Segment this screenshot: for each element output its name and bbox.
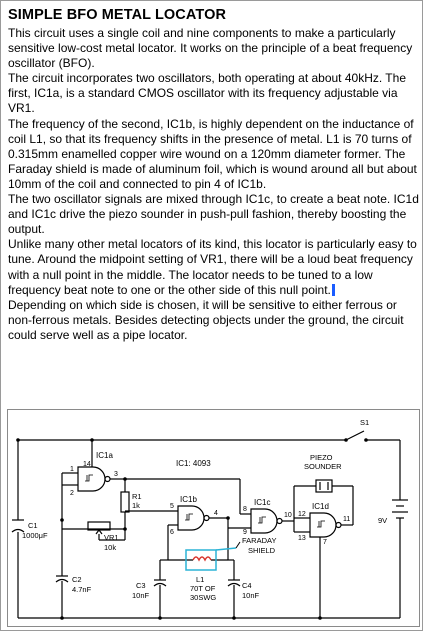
pin-label: 12 bbox=[298, 511, 306, 518]
article-paragraph: The circuit incorporates two oscillators… bbox=[8, 71, 406, 116]
piezo-label: PIEZO bbox=[310, 453, 333, 462]
r1-value: 1k bbox=[132, 501, 140, 510]
pin-label: 3 bbox=[114, 471, 118, 478]
gate-d-label: IC1d bbox=[312, 502, 329, 511]
article-paragraph: The frequency of the second, IC1b, is hi… bbox=[8, 116, 417, 191]
shield-label: SHIELD bbox=[248, 546, 276, 555]
pin-label: 11 bbox=[343, 516, 350, 523]
article-paragraph: This circuit uses a single coil and nine… bbox=[8, 26, 413, 71]
pin-label: 6 bbox=[170, 529, 174, 536]
article-paragraph: Depending on which side is chosen, it wi… bbox=[8, 297, 404, 342]
battery-label: 9V bbox=[378, 516, 387, 525]
gate-a-label: IC1a bbox=[96, 451, 113, 460]
piezo-label: SOUNDER bbox=[304, 462, 342, 471]
pin-label: 4 bbox=[214, 510, 218, 517]
pin-label: 8 bbox=[243, 506, 247, 513]
shield-label: FARADAY bbox=[242, 536, 276, 545]
article-body: This circuit uses a single coil and nine… bbox=[8, 26, 420, 343]
pin-label: 1 bbox=[70, 466, 74, 473]
gate-b-label: IC1b bbox=[180, 495, 197, 504]
pin-label: 10 bbox=[284, 512, 292, 519]
gate-c-label: IC1c bbox=[254, 498, 270, 507]
r1-label: R1 bbox=[132, 492, 142, 501]
c2-value: 4.7nF bbox=[72, 585, 92, 594]
l1-value: 30SWG bbox=[190, 593, 216, 602]
pin-label: 14 bbox=[83, 461, 91, 468]
c3-value: 10nF bbox=[132, 591, 150, 600]
l1-label: L1 bbox=[196, 575, 204, 584]
c4-value: 10nF bbox=[242, 591, 260, 600]
c1-value: 1000μF bbox=[22, 531, 48, 540]
paragraph-text: Unlike many other metal locators of its … bbox=[8, 237, 417, 297]
pin-label: 13 bbox=[298, 535, 306, 542]
pin-label: 5 bbox=[170, 503, 174, 510]
c3-label: C3 bbox=[136, 581, 146, 590]
c4-label: C4 bbox=[242, 581, 252, 590]
l1-value: 70T OF bbox=[190, 584, 216, 593]
article-title: SIMPLE BFO METAL LOCATOR bbox=[8, 7, 227, 23]
pin-label: 2 bbox=[70, 490, 74, 497]
vr1-label: VR1 bbox=[104, 533, 119, 542]
c1-label: C1 bbox=[28, 521, 38, 530]
vr1-value: 10k bbox=[104, 543, 116, 552]
schematic-drawing: IC1a IC1b IC1c IC1d IC1: 4093 14 1 2 3 5… bbox=[11, 418, 408, 620]
article-paragraph: The two oscillator signals are mixed thr… bbox=[8, 192, 419, 237]
text-cursor bbox=[331, 283, 335, 296]
pin-label: 7 bbox=[323, 539, 327, 546]
c2-label: C2 bbox=[72, 575, 82, 584]
article-paragraph: Unlike many other metal locators of its … bbox=[8, 237, 420, 297]
circuit-schematic: IC1a IC1b IC1c IC1d IC1: 4093 14 1 2 3 5… bbox=[7, 409, 420, 627]
pin-label: 9 bbox=[243, 529, 247, 536]
ic-label: IC1: 4093 bbox=[176, 459, 211, 468]
switch-label: S1 bbox=[360, 418, 369, 427]
